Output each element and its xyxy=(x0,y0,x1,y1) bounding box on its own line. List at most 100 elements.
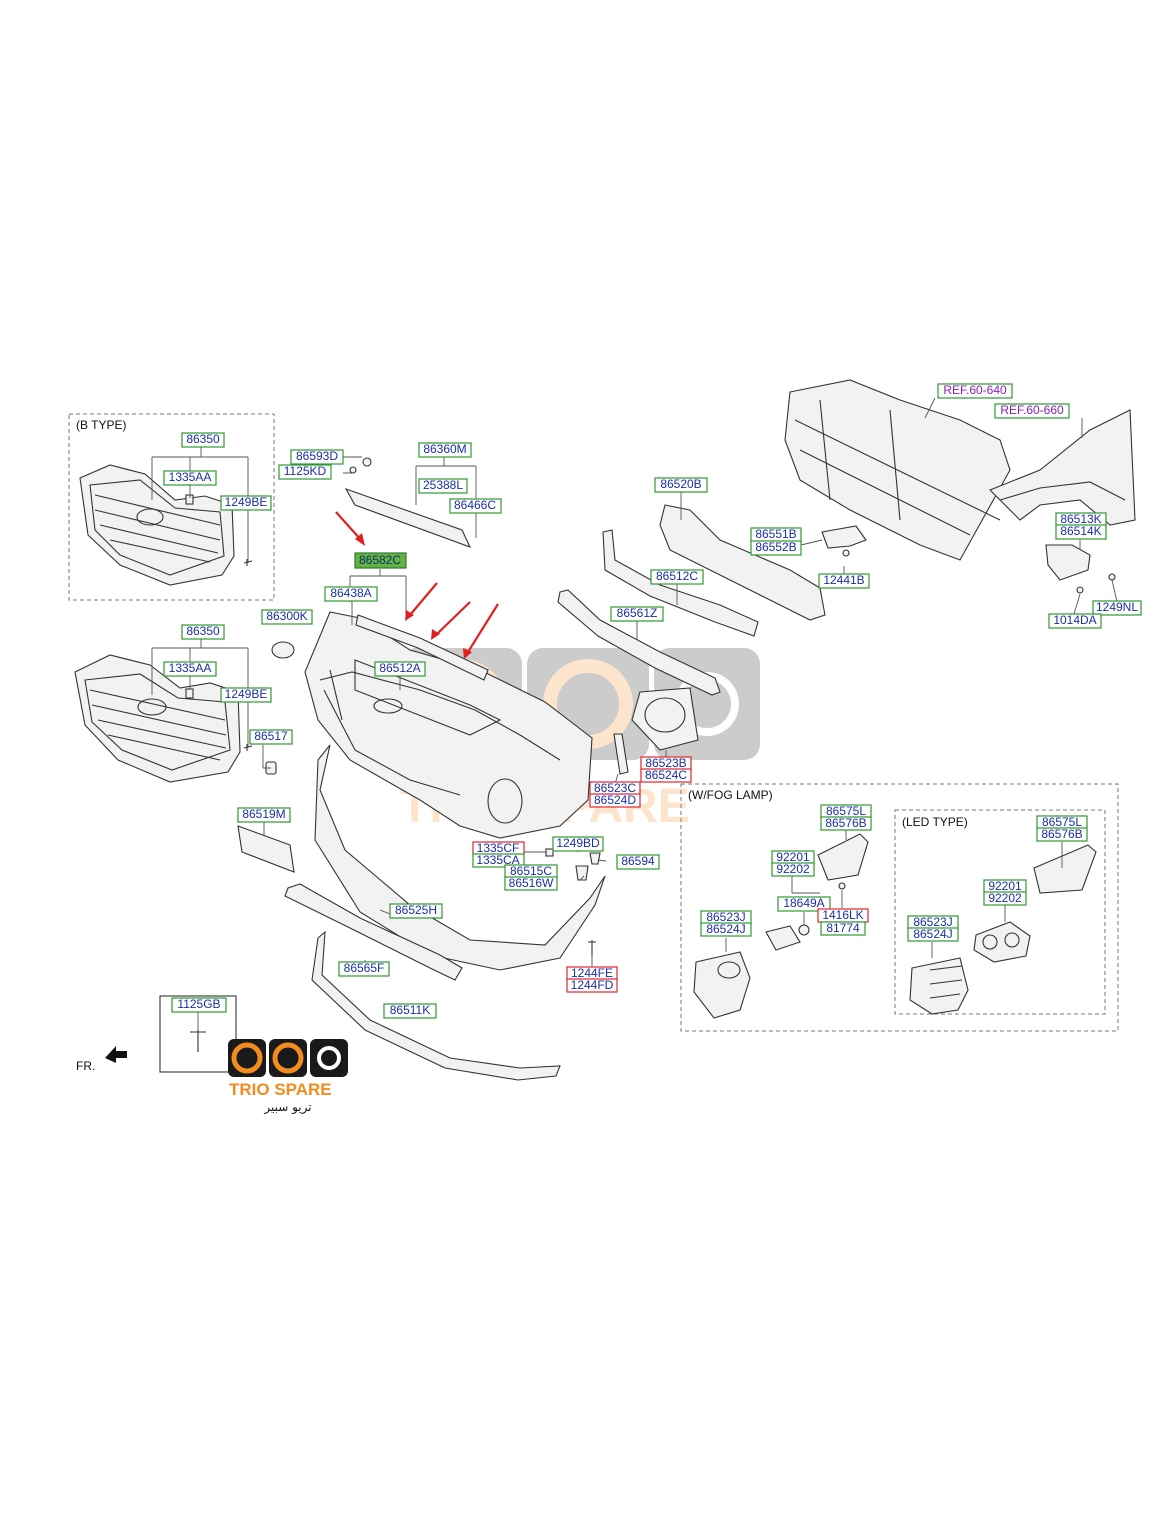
bumper-cover xyxy=(304,611,593,839)
lip-86511k xyxy=(311,930,561,1081)
svg-text:86576B: 86576B xyxy=(1041,827,1082,841)
label-ref-60-640[interactable]: REF.60-640 xyxy=(937,383,1013,399)
svg-text:86551B: 86551B xyxy=(755,527,796,541)
label-ref-60-660[interactable]: REF.60-660 xyxy=(994,403,1070,419)
svg-text:92202: 92202 xyxy=(988,891,1022,905)
screw-1244fe xyxy=(588,940,596,956)
label-86513k[interactable]: 86513K xyxy=(1055,512,1107,528)
label-81774[interactable]: 81774 xyxy=(820,921,866,936)
svg-text:86523J: 86523J xyxy=(913,915,952,929)
bracket-86594 xyxy=(589,852,601,865)
svg-text:86513K: 86513K xyxy=(1060,512,1101,526)
label-12441b[interactable]: 12441B xyxy=(818,573,870,589)
svg-text:86524C: 86524C xyxy=(645,768,687,782)
front-marker: FR. xyxy=(76,1059,95,1073)
logo-brand-arabic: تريو سبير xyxy=(263,1100,311,1115)
label-86524j-a[interactable]: 86524J xyxy=(700,922,752,937)
label-86523j-a[interactable]: 86523J xyxy=(700,910,752,925)
label-86575l-a[interactable]: 86575L xyxy=(820,804,872,819)
label-1249be-b[interactable]: 1249BE xyxy=(220,687,272,703)
svg-text:86524D: 86524D xyxy=(594,793,636,807)
label-86438a[interactable]: 86438A xyxy=(324,586,378,602)
label-1335aa-b[interactable]: 1335AA xyxy=(163,661,217,677)
svg-text:86511K: 86511K xyxy=(390,1003,430,1017)
label-86350-b[interactable]: 86350 xyxy=(181,624,225,640)
label-86519m[interactable]: 86519M xyxy=(237,807,291,823)
label-86576b-a[interactable]: 86576B xyxy=(820,816,872,831)
label-1125gb[interactable]: 1125GB xyxy=(171,997,227,1013)
svg-text:1249BE: 1249BE xyxy=(225,495,268,509)
svg-text:86524J: 86524J xyxy=(913,927,952,941)
grille-standard xyxy=(74,654,241,783)
label-86593d[interactable]: 86593D xyxy=(290,449,344,465)
label-1249bd[interactable]: 1249BD xyxy=(552,836,604,852)
label-86524c[interactable]: 86524C xyxy=(640,768,692,783)
svg-text:86512C: 86512C xyxy=(656,569,698,583)
label-1416lk[interactable]: 1416LK xyxy=(817,908,869,923)
label-86524j-b[interactable]: 86524J xyxy=(907,927,959,942)
label-86594[interactable]: 86594 xyxy=(616,854,660,870)
lower-bumper-part xyxy=(314,744,606,971)
label-86360m[interactable]: 86360M xyxy=(418,442,472,458)
bolt-1125gb xyxy=(190,1030,206,1052)
bracket-86551b xyxy=(821,525,867,549)
label-86552b[interactable]: 86552B xyxy=(750,540,802,556)
svg-text:92202: 92202 xyxy=(776,862,810,876)
label-86582c-highlighted[interactable]: 86582C xyxy=(354,552,407,569)
label-1335aa-a[interactable]: 1335AA xyxy=(163,470,217,486)
svg-text:86516W: 86516W xyxy=(509,876,554,890)
b-type-frame xyxy=(68,413,275,601)
label-1249be-a[interactable]: 1249BE xyxy=(220,495,272,511)
svg-text:1125GB: 1125GB xyxy=(177,997,220,1011)
label-86514k[interactable]: 86514K xyxy=(1055,524,1107,540)
label-86523b[interactable]: 86523B xyxy=(640,756,692,771)
svg-text:25388L: 25388L xyxy=(423,478,463,492)
label-25388l[interactable]: 25388L xyxy=(418,478,468,494)
label-86561z[interactable]: 86561Z xyxy=(610,606,664,622)
label-86350-a[interactable]: 86350 xyxy=(181,432,225,448)
svg-text:1416LK: 1416LK xyxy=(822,908,863,922)
license-plate-bracket xyxy=(237,825,295,873)
label-86551b[interactable]: 86551B xyxy=(750,527,802,543)
label-86520b[interactable]: 86520B xyxy=(654,477,708,493)
label-86524d[interactable]: 86524D xyxy=(589,793,641,808)
label-86576b-b[interactable]: 86576B xyxy=(1036,827,1088,842)
label-86525h[interactable]: 86525H xyxy=(389,903,443,919)
label-1125kd[interactable]: 1125KD xyxy=(278,464,332,480)
label-1244fd[interactable]: 1244FD xyxy=(566,978,618,993)
screw-1416lk xyxy=(838,882,846,890)
label-86575l-b[interactable]: 86575L xyxy=(1036,815,1088,830)
label-92202-b[interactable]: 92202 xyxy=(983,891,1027,906)
led-type-frame xyxy=(894,809,1106,1015)
label-1244fe[interactable]: 1244FE xyxy=(566,966,618,981)
label-86523j-b[interactable]: 86523J xyxy=(907,915,959,930)
label-86565f[interactable]: 86565F xyxy=(338,961,390,977)
svg-text:86561Z: 86561Z xyxy=(617,606,658,620)
label-1249nl[interactable]: 1249NL xyxy=(1092,600,1142,616)
label-86512a[interactable]: 86512A xyxy=(374,661,426,677)
svg-text:86360M: 86360M xyxy=(423,442,466,456)
emblem-86300k xyxy=(271,641,295,659)
label-86515c[interactable]: 86515C xyxy=(504,864,558,879)
label-1335cf[interactable]: 1335CF xyxy=(472,841,525,856)
svg-text:1335AA: 1335AA xyxy=(169,661,212,675)
svg-text:86519M: 86519M xyxy=(242,807,285,821)
label-1014da[interactable]: 1014DA xyxy=(1048,613,1102,629)
label-86516w[interactable]: 86516W xyxy=(504,876,558,891)
label-92202-a[interactable]: 92202 xyxy=(771,862,815,877)
svg-text:1335CF: 1335CF xyxy=(477,841,520,855)
label-18649a[interactable]: 18649A xyxy=(777,896,831,912)
svg-text:86517: 86517 xyxy=(254,729,288,743)
label-86466c[interactable]: 86466C xyxy=(449,498,502,514)
svg-text:86565F: 86565F xyxy=(344,961,385,975)
label-86512c[interactable]: 86512C xyxy=(650,569,704,585)
label-86523c[interactable]: 86523C xyxy=(589,781,641,796)
label-1335ca[interactable]: 1335CA xyxy=(472,853,525,868)
label-92201-b[interactable]: 92201 xyxy=(983,879,1027,894)
label-86300k[interactable]: 86300K xyxy=(261,609,313,625)
svg-text:86576B: 86576B xyxy=(825,816,866,830)
label-86511k[interactable]: 86511K xyxy=(383,1003,437,1019)
label-86517[interactable]: 86517 xyxy=(249,729,293,745)
fog-cover-86523b xyxy=(631,687,699,751)
